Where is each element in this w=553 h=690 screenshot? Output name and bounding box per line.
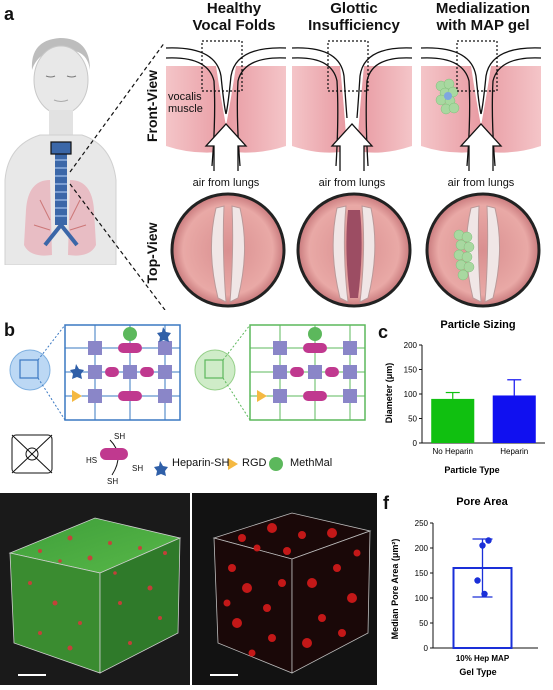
top-view-diagrams xyxy=(170,192,541,308)
chart-c-ytick-label: 50 xyxy=(408,415,417,424)
confocal-image-pores xyxy=(192,493,377,685)
chart-c-ytick-label: 0 xyxy=(413,439,418,448)
front-view-glottic xyxy=(291,40,413,171)
chart-c-bar xyxy=(431,398,475,443)
confocal-image-composite xyxy=(0,493,190,685)
chart-c-category-label: Heparin xyxy=(500,447,528,456)
chart-f-category-label: 10% Hep MAP xyxy=(456,654,510,663)
top-view-healthy xyxy=(170,192,286,308)
chart-f-ytick-label: 0 xyxy=(424,644,429,653)
pore-area-chart: Pore Area Median Pore Area (μm²) Gel Typ… xyxy=(390,496,538,677)
chart-c-ytick-label: 200 xyxy=(404,341,418,350)
chart-f-ylabel: Median Pore Area (μm²) xyxy=(390,539,400,640)
chart-f-xlabel: Gel Type xyxy=(459,667,496,677)
legend-sh-right: SH xyxy=(132,464,144,473)
legend-hs: HS xyxy=(86,456,98,465)
chart-f-ytick-label: 150 xyxy=(415,569,429,578)
panel-f-letter: f xyxy=(383,493,389,513)
chart-f-data-point xyxy=(481,590,488,598)
chart-f-ytick-label: 200 xyxy=(415,544,429,553)
chart-f-ytick-label: 50 xyxy=(419,619,428,628)
top-view-label: Top-View xyxy=(144,222,160,284)
legend-sh-top: SH xyxy=(114,432,126,441)
panel-b-letter: b xyxy=(4,320,15,340)
air-label-healthy: air from lungs xyxy=(192,177,260,189)
chart-c-ylabel: Diameter (μm) xyxy=(384,363,394,424)
chart-c-ytick-label: 150 xyxy=(404,366,418,375)
chart-f-title: Pore Area xyxy=(456,496,508,508)
panel-c-letter: c xyxy=(378,322,389,342)
chart-c-xlabel: Particle Type xyxy=(444,465,499,475)
legend-rgd-label: RGD xyxy=(242,457,267,469)
hydrogel-schematic xyxy=(9,324,366,476)
legend-heparin-label: Heparin-SH xyxy=(172,457,230,469)
chart-c-category-label: No Heparin xyxy=(433,447,473,456)
air-label-medialization: air from lungs xyxy=(447,177,515,189)
top-view-medialization xyxy=(425,192,541,308)
chart-f-data-point xyxy=(479,542,486,549)
chart-f-ytick-label: 100 xyxy=(415,594,429,603)
legend-sh-bottom: SH xyxy=(107,477,119,486)
legend-methmal-label: MethMal xyxy=(290,457,333,469)
top-view-glottic xyxy=(296,192,412,308)
front-view-label: Front-View xyxy=(144,69,160,143)
chart-f-data-point xyxy=(474,577,481,584)
zoom-lines xyxy=(69,41,166,310)
panel-a-letter: a xyxy=(4,4,15,24)
chart-f-data-point xyxy=(485,537,492,544)
person-illustration xyxy=(4,38,117,265)
particle-sizing-chart: Particle Sizing Diameter (μm) Particle T… xyxy=(384,319,545,475)
chart-c-bar xyxy=(492,395,536,443)
front-view-medialization xyxy=(420,40,542,171)
chart-c-title: Particle Sizing xyxy=(440,319,515,331)
chart-c-ytick-label: 100 xyxy=(404,390,418,399)
front-view-diagrams xyxy=(166,40,542,171)
chart-f-ytick-label: 250 xyxy=(415,519,429,528)
front-view-healthy xyxy=(166,40,287,171)
air-label-glottic: air from lungs xyxy=(318,177,386,189)
